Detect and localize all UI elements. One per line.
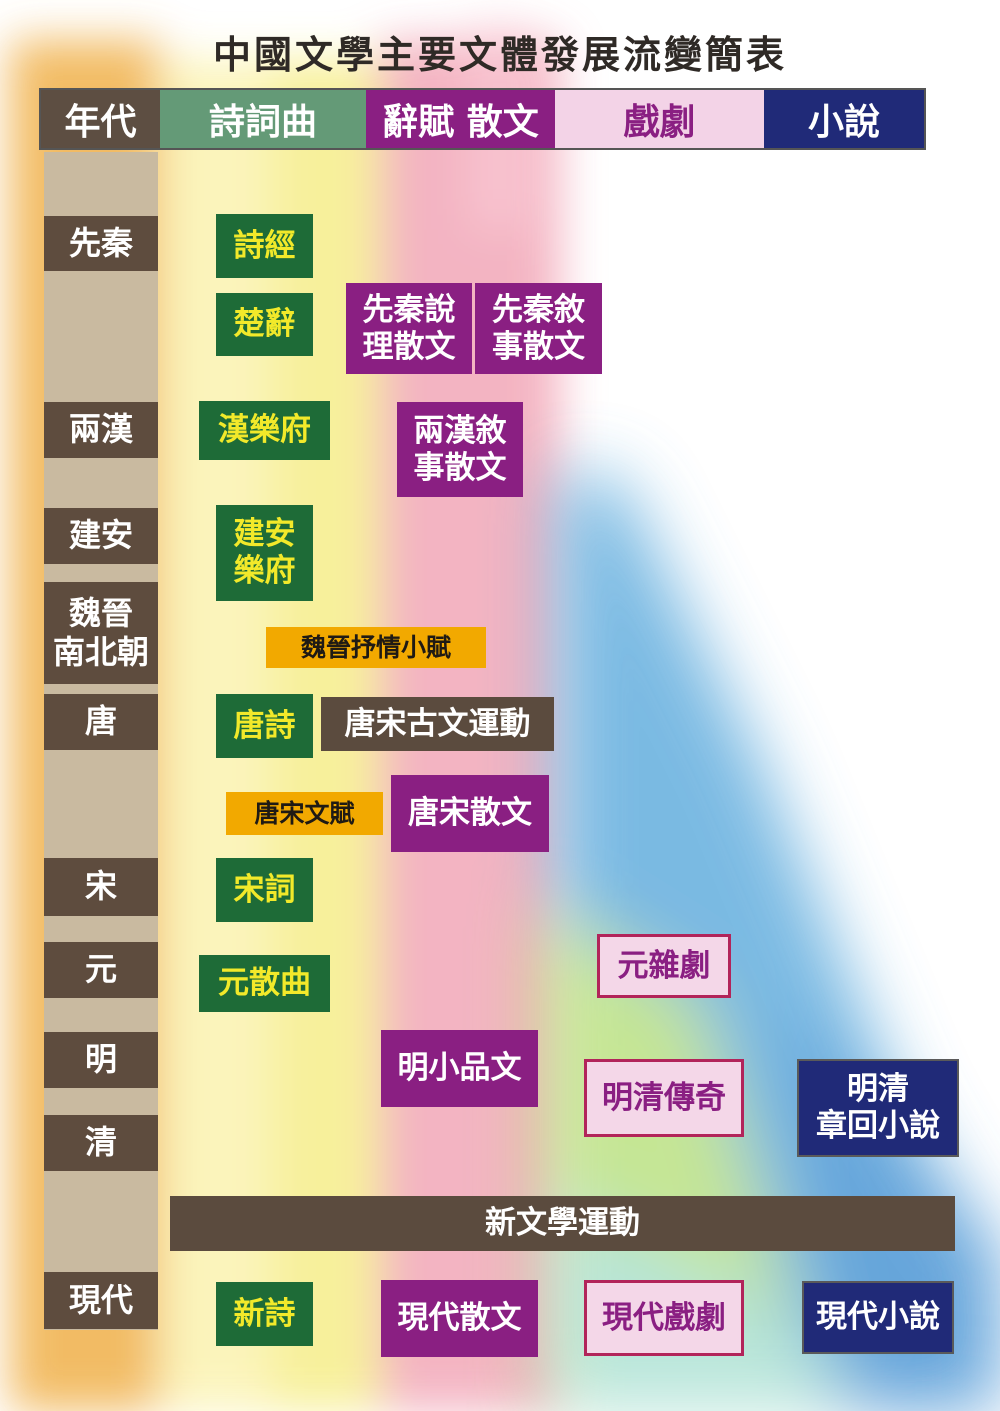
box-songci: 宋詞 [216, 858, 313, 922]
box-ming-xiaopin: 明小品文 [381, 1030, 538, 1107]
box-xiandai-sanwen: 現代散文 [381, 1280, 538, 1357]
box-tangsong-wenfu: 唐宋文賦 [226, 792, 383, 835]
page-title: 中國文學主要文體發展流變簡表 [212, 33, 787, 77]
box-han-yuefu: 漢樂府 [199, 401, 330, 460]
box-xianqin-shuoli: 先秦說 理散文 [346, 283, 472, 374]
box-xinshi: 新詩 [216, 1282, 313, 1346]
era-jianan: 建安 [44, 508, 158, 564]
era-qing: 清 [44, 1115, 158, 1171]
era-yuan: 元 [44, 942, 158, 998]
header-era: 年代 [39, 88, 160, 150]
box-yuan-zaju: 元雜劇 [597, 934, 731, 998]
era-xianqin: 先秦 [44, 216, 158, 271]
box-lianghan-xushi: 兩漢敘 事散文 [397, 402, 523, 497]
box-xiandai-xiaoshuo: 現代小說 [802, 1281, 954, 1354]
era-weijin: 魏晉 南北朝 [44, 582, 158, 684]
box-jianan-yuefu: 建安 樂府 [216, 505, 313, 601]
era-tang: 唐 [44, 694, 158, 750]
box-mingqing-xiaoshuo: 明清 章回小說 [797, 1059, 959, 1157]
box-shijing: 詩經 [216, 214, 313, 278]
box-weijin-fu: 魏晉抒情小賦 [266, 627, 486, 668]
box-tangsong-guwen: 唐宋古文運動 [321, 697, 554, 751]
box-yuan-sanqu: 元散曲 [199, 955, 330, 1012]
header-fiction: 小說 [764, 88, 926, 150]
header-poetry: 詩詞曲 [160, 88, 366, 150]
box-chuci: 楚辭 [216, 293, 313, 356]
box-xinwenxue: 新文學運動 [170, 1196, 955, 1251]
era-ming: 明 [44, 1032, 158, 1088]
box-tangshi: 唐詩 [216, 694, 313, 758]
box-tangsong-sanwen: 唐宋散文 [391, 775, 549, 852]
box-xianqin-xushi: 先秦敘 事散文 [475, 283, 602, 374]
box-xiandai-xiju: 現代戲劇 [584, 1280, 744, 1356]
era-xiandai: 現代 [44, 1272, 158, 1329]
era-song: 宋 [44, 858, 158, 916]
era-lianghan: 兩漢 [44, 402, 158, 458]
box-mingqing-chuanqi: 明清傳奇 [584, 1059, 744, 1137]
header-prose: 辭賦 散文 [366, 88, 555, 150]
header-drama: 戲劇 [555, 88, 764, 150]
